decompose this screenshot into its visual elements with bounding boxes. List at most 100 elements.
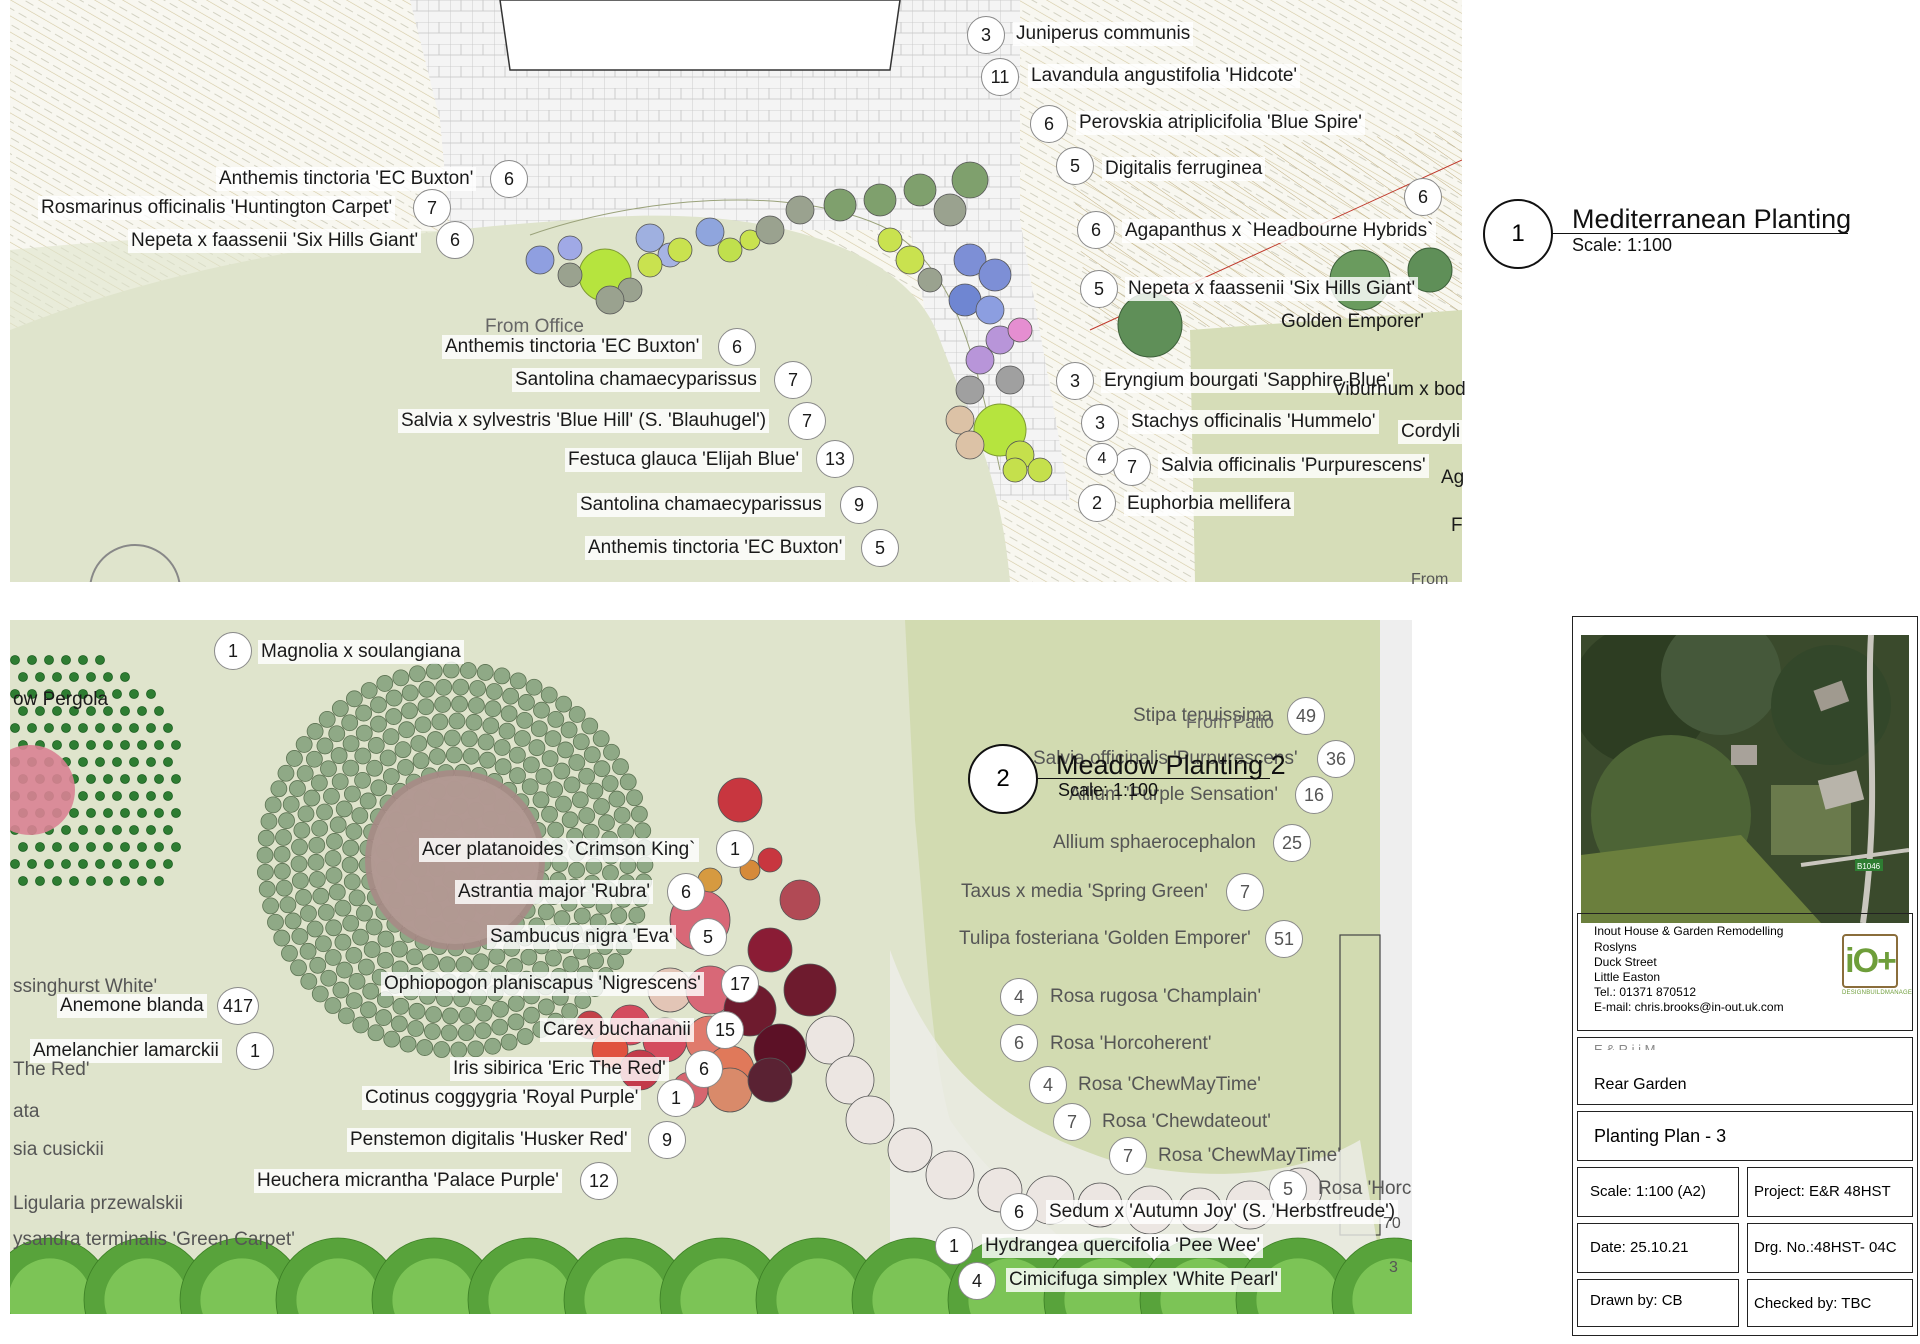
company-logo: iO+ DESIGNBUILDMANAGE (1842, 934, 1912, 1000)
plant-symbol (377, 930, 395, 948)
plant-symbol (329, 816, 347, 834)
plan2-scale: Scale: 1:100 (1058, 780, 1159, 800)
plan1-title: Mediterranean Planting (1572, 204, 1852, 234)
plant-symbol (382, 768, 400, 785)
scale-text: Scale: 1:100 (A2) (1590, 1183, 1706, 1200)
plant-symbol (520, 948, 538, 966)
plant-symbol (406, 948, 423, 966)
plant-symbol (410, 735, 428, 752)
plant-symbol (171, 774, 181, 784)
plant-symbol (547, 821, 565, 839)
plant-symbol (541, 805, 558, 823)
plant-symbol (103, 740, 113, 750)
plant-symbol (637, 252, 663, 278)
plant-symbol (52, 740, 62, 750)
plant-symbol (354, 771, 371, 789)
plant-symbol (448, 712, 466, 730)
plant-symbol (61, 655, 71, 665)
plant-symbol (376, 675, 394, 692)
plant-symbol (492, 1000, 509, 1018)
drawing-title-box: Planting Plan - 3 (1577, 1111, 1913, 1161)
logo-mark: iO+ (1842, 934, 1898, 988)
callout-label: Nepeta x faassenii 'Six Hills Giant' (128, 229, 422, 253)
plant-symbol (537, 903, 555, 921)
plant-symbol (112, 757, 122, 767)
callout-label: Salvia officinalis 'Purpurescens' (1033, 748, 1298, 769)
plant-symbol (311, 819, 329, 837)
plant-symbol (955, 375, 985, 405)
aerial-map-svg: B1046 (1581, 635, 1909, 923)
plant-symbol (359, 792, 377, 810)
plant-symbol (27, 689, 37, 699)
callout-label: Eryngium bourgati 'Sapphire Blue' (1101, 369, 1394, 393)
plant-symbol (877, 227, 903, 253)
plant-symbol (514, 730, 531, 747)
plant-symbol (154, 706, 164, 716)
callout-count: 1 (935, 1227, 973, 1265)
partial-label: From (1411, 571, 1449, 588)
plant-symbol (401, 702, 418, 720)
plant-symbol (630, 805, 648, 823)
callout-count: 6 (490, 160, 528, 198)
plant-symbol (341, 714, 359, 732)
date-text: Date: 25.10.21 (1590, 1239, 1689, 1256)
plant-symbol (965, 345, 995, 375)
plant-symbol (300, 972, 318, 990)
partial-label: F (1451, 515, 1463, 536)
plant-symbol (273, 845, 291, 863)
plant-symbol (331, 773, 349, 791)
plant-symbol (717, 237, 743, 263)
plant-symbol (154, 876, 164, 886)
plant-symbol (397, 758, 414, 776)
plant-symbol (318, 710, 336, 728)
plant-symbol (610, 907, 628, 925)
plant-symbol (423, 1023, 441, 1040)
plant-symbol (484, 1037, 501, 1055)
callout-count: 9 (648, 1121, 686, 1159)
plant-symbol (1002, 457, 1028, 483)
plant-symbol (525, 245, 555, 275)
callout-label: Amelanchier lamarckii (30, 1039, 222, 1063)
plant-symbol (917, 267, 943, 293)
plant-symbol (335, 800, 353, 818)
plant-symbol (945, 405, 975, 435)
partial-label: 70 (1383, 1215, 1401, 1232)
plant-symbol (485, 683, 503, 700)
plant-symbol (171, 842, 181, 852)
callout-count: 6 (1000, 1193, 1038, 1231)
plant-symbol (601, 775, 619, 792)
callout-count: 17 (721, 965, 759, 1003)
plan1-scale: Scale: 1:100 (1572, 235, 1673, 255)
company-box: Inout House & Garden Remodelling Roslyns… (1577, 913, 1913, 1031)
callout-count: 1 (214, 632, 252, 670)
plant-symbol (555, 795, 572, 813)
callout-count: 7 (1053, 1103, 1091, 1141)
plant-symbol (385, 708, 403, 725)
plant-symbol (300, 905, 317, 922)
plant-symbol (557, 235, 583, 261)
plant-symbol (581, 717, 599, 735)
plant-symbol (334, 899, 352, 917)
plant-symbol (541, 750, 559, 767)
plant-symbol (325, 919, 343, 937)
callout-count: 6 (436, 221, 474, 259)
plant-symbol (422, 953, 439, 971)
plant-symbol (546, 781, 564, 798)
plant-symbol (35, 706, 45, 716)
scale-box: Scale: 1:100 (A2) (1577, 1167, 1739, 1217)
plant-symbol (509, 767, 526, 785)
callout-count: 4 (958, 1262, 996, 1300)
plant-symbol (10, 859, 20, 869)
plant-symbol (320, 760, 337, 778)
callout-count: 7 (1109, 1137, 1147, 1175)
callout-label: Perovskia atriplicifolia 'Blue Spire' (1076, 111, 1365, 135)
plant-symbol (1027, 457, 1053, 483)
callout-count: 3 (1081, 404, 1119, 442)
plant-symbol (472, 953, 490, 971)
plant-symbol (460, 730, 478, 748)
plant-symbol (394, 741, 412, 759)
plant-symbol (163, 859, 173, 869)
plant-symbol (500, 1033, 518, 1051)
plant-symbol (52, 876, 62, 886)
plant-symbol (78, 859, 88, 869)
